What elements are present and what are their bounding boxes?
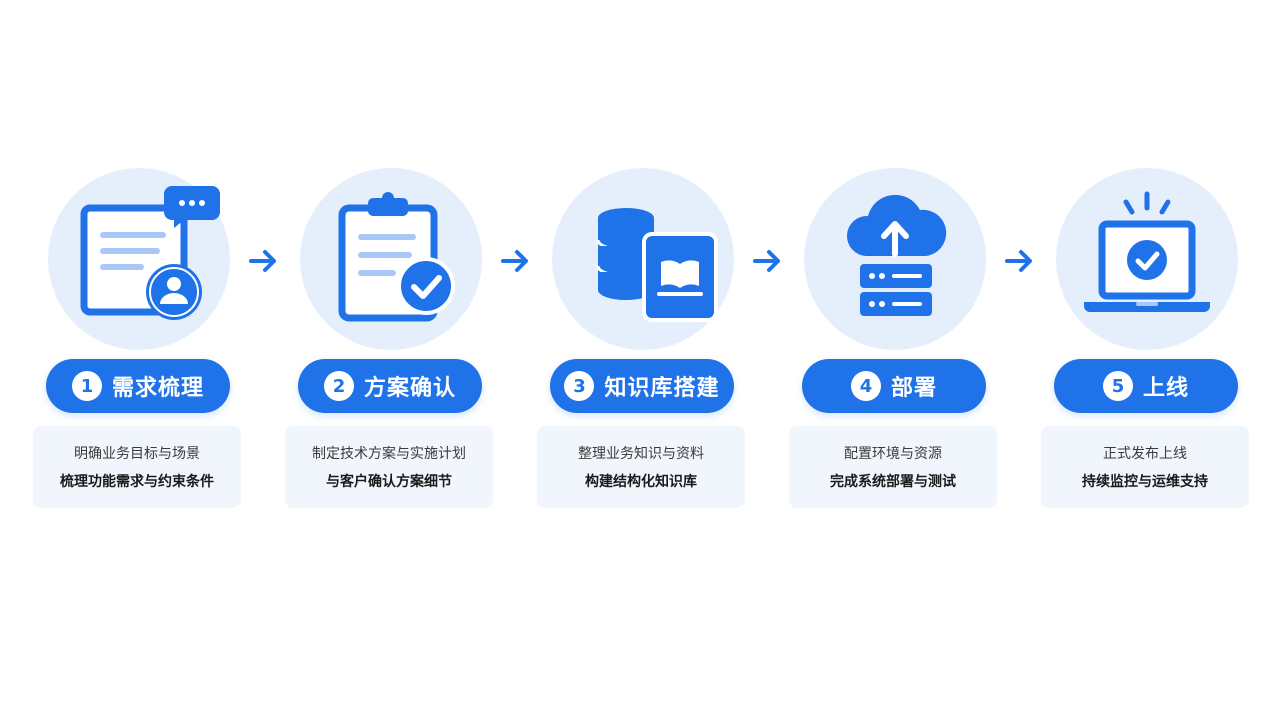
step-2-description: 制定技术方案与实施计划 与客户确认方案细节 [285,426,493,508]
step-4-number: 4 [850,371,881,401]
step-5-title: 上线 [1142,376,1189,401]
step-5-desc-line-1: 正式发布上线 [1103,446,1187,462]
step-1-pill: 1 需求梳理 [46,359,230,413]
step-2-pill: 2 方案确认 [298,359,482,413]
step-2-icon-circle [300,168,482,350]
step-1-desc-line-2: 梳理功能需求与约束条件 [60,474,214,490]
step-2: 2 方案确认 制定技术方案与实施计划 与客户确认方案细节 [285,168,495,508]
step-4-desc-line-1: 配置环境与资源 [844,446,942,462]
step-5-icon-circle [1056,168,1238,350]
step-3-description: 整理业务知识与资料 构建结构化知识库 [537,426,745,508]
step-5-description: 正式发布上线 持续监控与运维支持 [1041,426,1249,508]
step-3-title: 知识库搭建 [604,376,720,401]
database-book-icon [596,208,718,322]
step-4-description: 配置环境与资源 完成系统部署与测试 [789,426,997,508]
step-2-title: 方案确认 [363,376,456,401]
cloud-upload-server-icon [846,194,947,316]
step-4-pill: 4 部署 [802,359,986,413]
step-3-desc-line-2: 构建结构化知识库 [585,474,697,490]
step-3-number: 3 [564,371,595,401]
step-1-title: 需求梳理 [111,376,204,401]
arrow-right-icon [501,250,528,272]
step-4-title: 部署 [890,376,937,401]
step-1-desc-line-1: 明确业务目标与场景 [74,446,200,462]
step-3-icon-circle [552,168,734,350]
arrow-right-icon [753,250,780,272]
arrow-right-icon [1005,250,1032,272]
step-4: 4 部署 配置环境与资源 完成系统部署与测试 [789,168,999,508]
step-1-number: 1 [71,371,102,401]
step-5-number: 5 [1102,371,1133,401]
step-5: 5 上线 正式发布上线 持续监控与运维支持 [1041,168,1251,508]
step-4-icon-circle [804,168,986,350]
laptop-check-icon [1084,191,1210,312]
step-1-icon-circle [48,168,230,350]
clipboard-check-icon [338,192,455,322]
step-2-desc-line-1: 制定技术方案与实施计划 [312,446,466,462]
step-3: 3 知识库搭建 整理业务知识与资料 构建结构化知识库 [537,168,747,508]
document-chat-user-icon [80,186,220,320]
step-4-desc-line-2: 完成系统部署与测试 [830,474,956,490]
step-5-pill: 5 上线 [1054,359,1238,413]
step-2-number: 2 [323,371,354,401]
arrow-right-icon [249,250,276,272]
step-2-desc-line-2: 与客户确认方案细节 [326,474,452,490]
step-1-description: 明确业务目标与场景 梳理功能需求与约束条件 [33,426,241,508]
step-3-desc-line-1: 整理业务知识与资料 [578,446,704,462]
step-5-desc-line-2: 持续监控与运维支持 [1082,474,1208,490]
step-1: 1 需求梳理 明确业务目标与场景 梳理功能需求与约束条件 [33,168,243,508]
step-3-pill: 3 知识库搭建 [550,359,734,413]
